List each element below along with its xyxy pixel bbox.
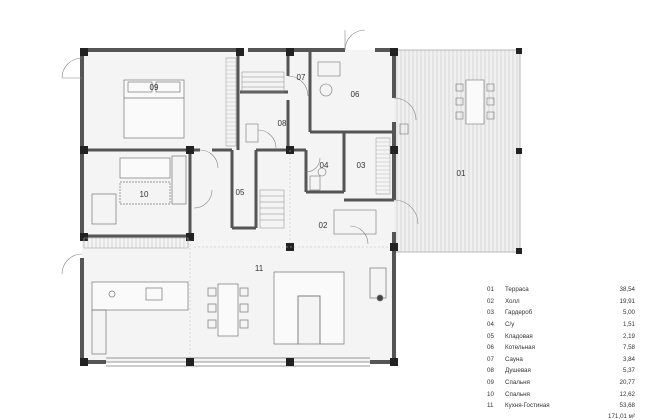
room-label-04: 04 — [320, 161, 329, 170]
room-label-05: 05 — [236, 188, 245, 197]
glazing — [106, 357, 370, 367]
legend-number: 09 — [487, 379, 494, 387]
legend-area: 2,19 — [622, 332, 635, 340]
legend-name: Душевая — [505, 367, 531, 375]
room-labels: 09 07 06 08 04 03 10 05 02 11 01 — [140, 73, 466, 273]
legend-number: 04 — [487, 321, 494, 329]
legend-row: 09 Спальня 20,77 — [487, 377, 635, 389]
legend-name: Сауна — [505, 355, 523, 363]
legend-row: 08 Душевая 5,37 — [487, 365, 635, 377]
legend-name: Спальня — [505, 379, 530, 387]
legend-name: Спальня — [505, 390, 530, 398]
legend-row: 01 Терраса 38,54 — [487, 284, 635, 296]
legend-row: 07 Сауна 3,84 — [487, 354, 635, 366]
legend-area: 7,58 — [622, 344, 635, 352]
legend-number: 03 — [487, 309, 494, 317]
legend-area: 53,68 — [619, 402, 635, 410]
legend-number: 11 — [487, 402, 494, 410]
legend-area: 5,00 — [622, 309, 635, 317]
legend-number: 08 — [487, 367, 494, 375]
legend-area: 3,84 — [622, 355, 635, 363]
terrace-deck — [392, 49, 521, 253]
legend-number: 02 — [487, 297, 494, 305]
legend-area: 19,91 — [619, 297, 635, 305]
stairs — [241, 71, 285, 229]
terrace-dining — [455, 79, 495, 125]
room-label-07: 07 — [297, 73, 306, 82]
structural-grid — [189, 150, 390, 358]
legend-name: С/у — [505, 321, 515, 329]
corner-sofa — [273, 267, 387, 345]
room-label-09: 09 — [150, 83, 159, 92]
legend-area: 1,51 — [622, 321, 635, 329]
double-bed — [123, 79, 185, 139]
legend-row: 04 С/у 1,51 — [487, 319, 635, 331]
legend-name: Кладовая — [505, 332, 533, 340]
legend-name: Терраса — [505, 286, 529, 294]
room-label-10: 10 — [140, 190, 149, 199]
legend-name: Котельная — [505, 344, 535, 352]
dining-set — [207, 283, 249, 337]
legend-area: 38,54 — [619, 286, 635, 294]
legend-number: 06 — [487, 344, 494, 352]
room-label-08: 08 — [278, 119, 287, 128]
room-label-11: 11 — [255, 264, 264, 273]
columns — [80, 48, 522, 366]
room-label-03: 03 — [357, 161, 366, 170]
legend-row: 11 Кухня-Гостиная 53,68 — [487, 400, 635, 412]
legend-name: Кухня-Гостиная — [505, 402, 550, 410]
legend-row: 03 Гардероб 5,00 — [487, 307, 635, 319]
legend-area: 20,77 — [619, 379, 635, 387]
kitchen-unit — [91, 281, 189, 355]
legend-area: 12,62 — [619, 390, 635, 398]
room10-furniture — [91, 155, 187, 225]
legend-row: 05 Кладовая 2,19 — [487, 330, 635, 342]
bath-fixtures — [245, 61, 409, 235]
legend-row: 06 Котельная 7,58 — [487, 342, 635, 354]
legend-row: 02 Холл 19,91 — [487, 296, 635, 308]
legend-number: 05 — [487, 332, 494, 340]
legend-name: Холл — [505, 297, 520, 305]
legend-area: 5,37 — [622, 367, 635, 375]
total-area: 171,01 м² — [608, 412, 635, 420]
legend-name: Гардероб — [505, 309, 533, 317]
legend-number: 01 — [487, 286, 494, 294]
door-swings — [61, 29, 419, 275]
room-label-01: 01 — [457, 169, 466, 178]
room-label-06: 06 — [351, 90, 360, 99]
legend-row: 10 Спальня 12,62 — [487, 388, 635, 400]
legend-number: 07 — [487, 355, 494, 363]
room-label-02: 02 — [319, 221, 328, 230]
legend-number: 10 — [487, 390, 494, 398]
